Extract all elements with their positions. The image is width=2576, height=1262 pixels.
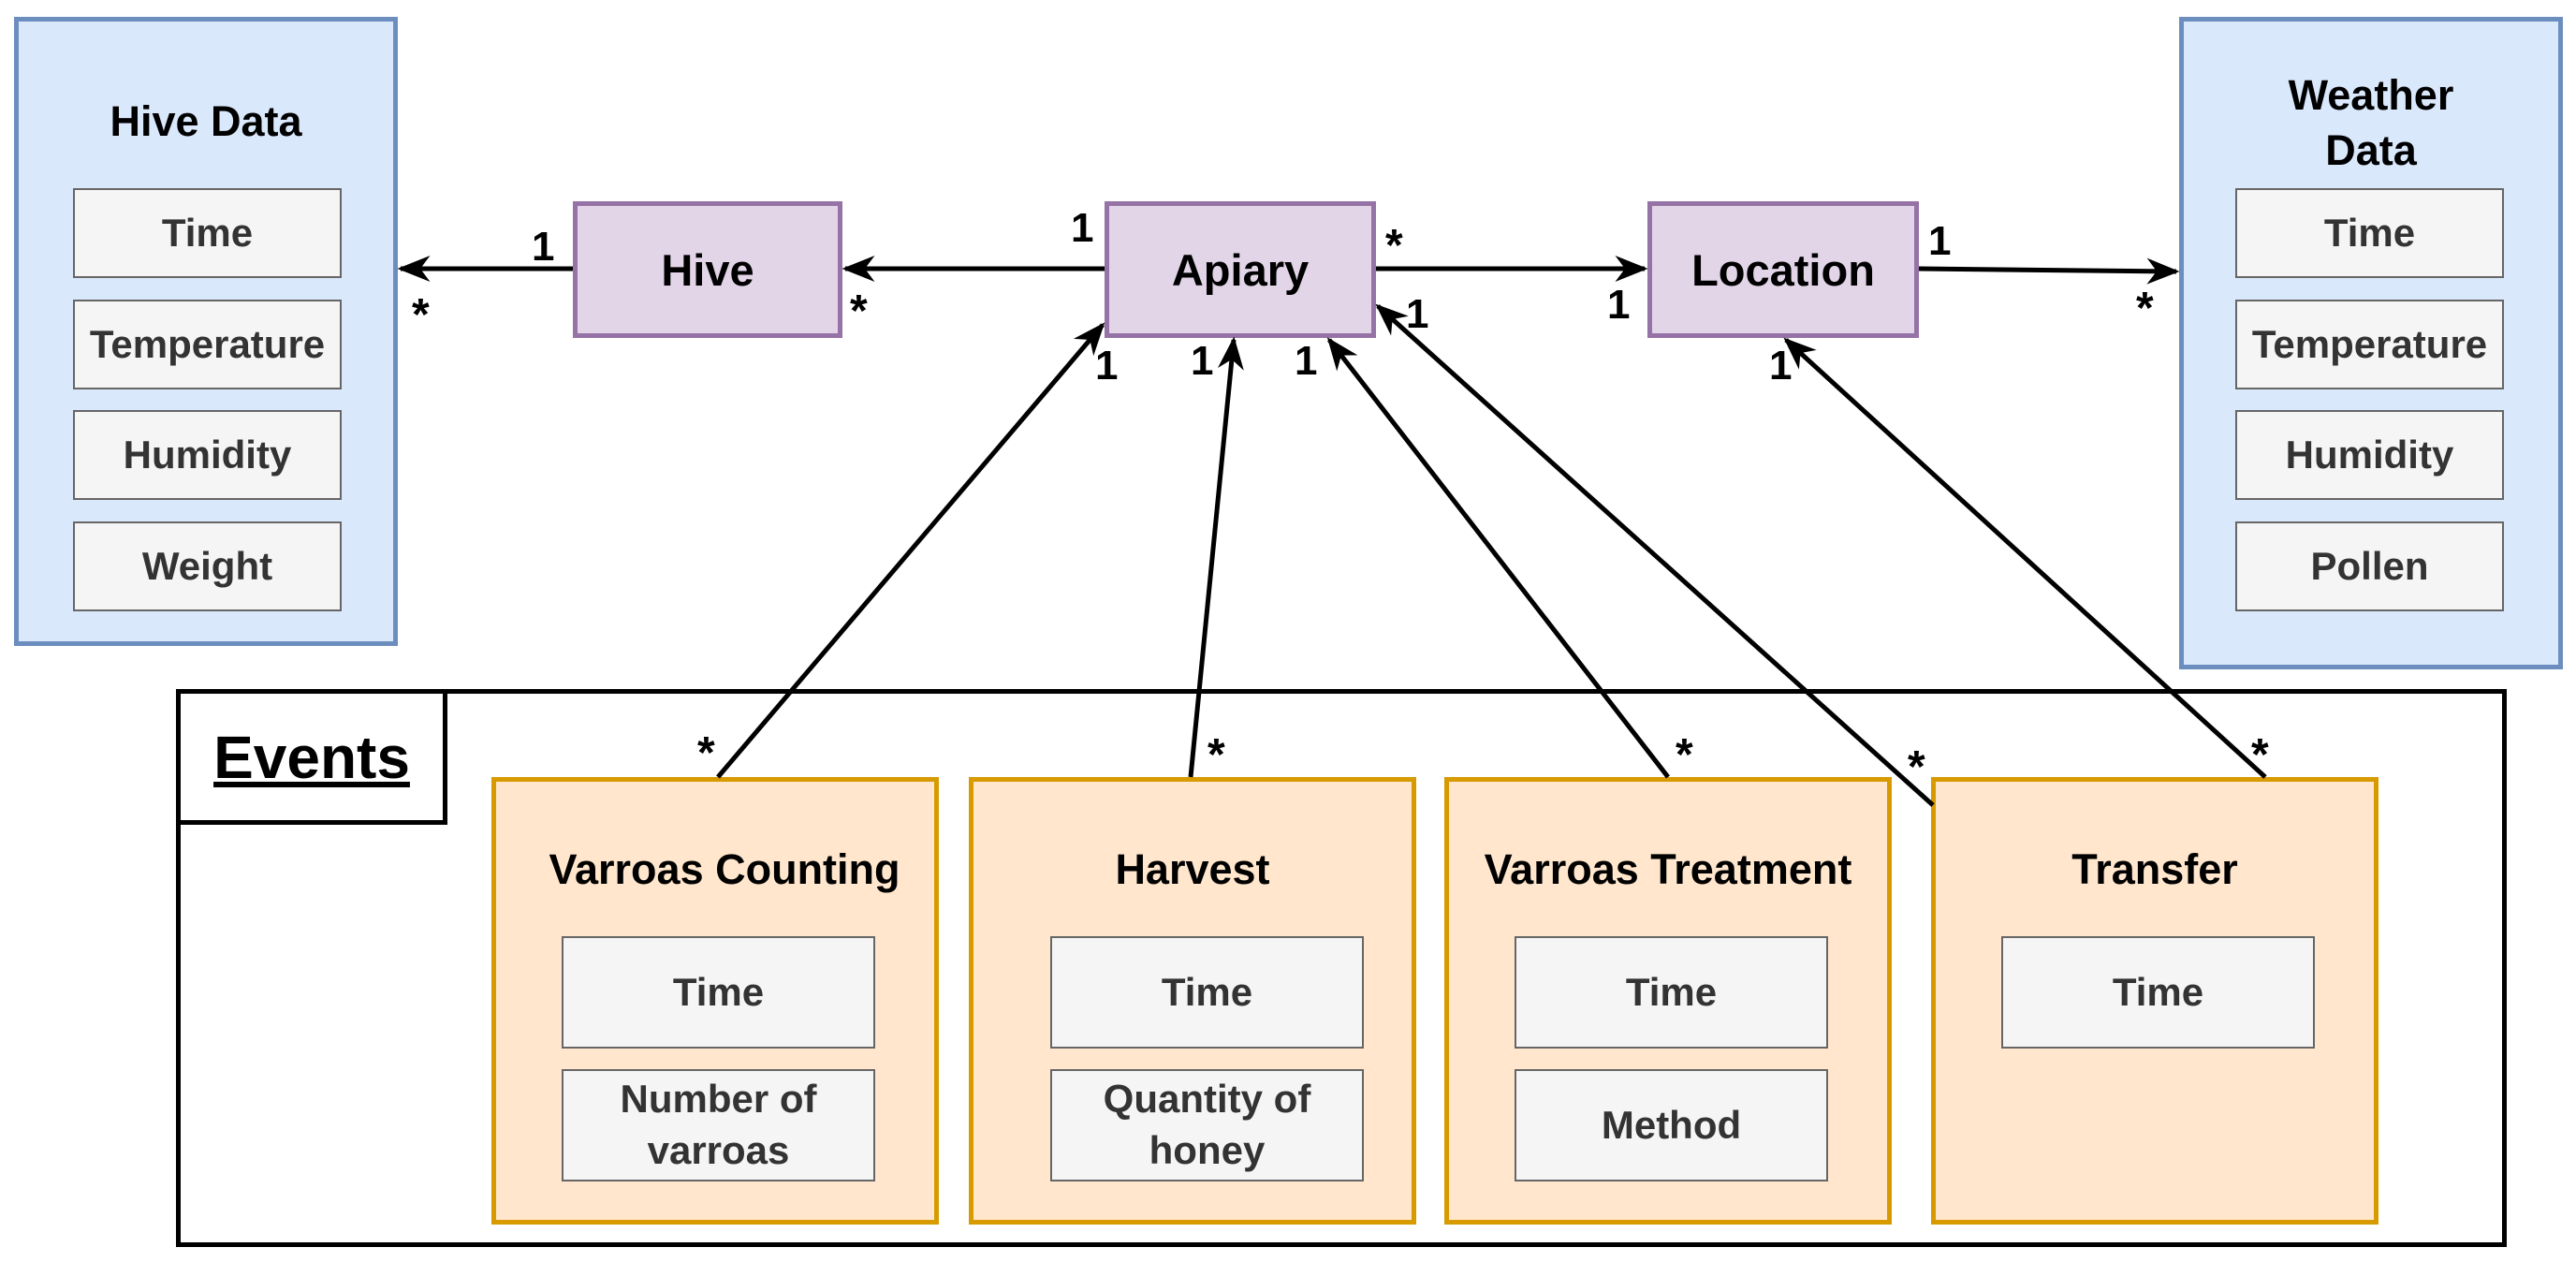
edge-varroascounting-to-apiary [716,322,1105,779]
mult-harvest-apiary-target: 1 [1191,338,1213,384]
harvest-attr-quantity: Quantity of honey [1050,1069,1364,1181]
mult-apiary-hive-target: * [850,286,868,336]
harvest-title: Harvest [1115,845,1270,893]
weather-data-group: Weather Data Time Temperature Humidity P… [2179,17,2563,669]
mult-location-weather-source: 1 [1928,218,1951,264]
event-transfer: Transfer Time [1931,777,2378,1225]
mult-transfer-apiary-source: * [1908,742,1925,792]
event-varroas-treatment: Varroas Treatment Time Method [1444,777,1892,1225]
mult-hive-hivedata-source: 1 [532,224,554,270]
mult-transfer-location-target: 1 [1769,343,1792,389]
events-title: Events [176,689,447,825]
edge-varroastreatment-to-apiary [1326,337,1670,779]
harvest-attr-time: Time [1050,936,1364,1049]
hive-data-group: Hive Data Time Temperature Humidity Weig… [14,17,398,646]
mult-apiary-location-target: 1 [1607,282,1630,328]
weather-data-attr-temperature: Temperature [2235,300,2504,389]
hive-data-attr-temperature: Temperature [73,300,342,389]
varroas-treatment-title: Varroas Treatment [1484,845,1852,893]
mult-hive-hivedata-target: * [412,290,430,340]
apiary-class: Apiary [1105,201,1376,338]
mult-harvest-apiary-source: * [1208,730,1225,780]
mult-apiary-hive-source: 1 [1071,205,1093,251]
hive-data-attr-humidity: Humidity [73,410,342,500]
edge-harvest-to-apiary [1188,336,1244,778]
transfer-title: Transfer [2071,845,2238,893]
weather-data-title: Weather Data [2184,68,2558,178]
weather-data-attr-pollen: Pollen [2235,521,2504,611]
hive-class: Hive [573,201,842,338]
location-class: Location [1647,201,1919,338]
weather-data-attr-time: Time [2235,188,2504,278]
event-varroas-counting: Varroas Counting Time Number of varroas [491,777,939,1225]
varroas-counting-attr-time: Time [562,936,875,1049]
mult-location-weather-target: * [2136,284,2154,333]
varroas-counting-attr-number-text: Number of varroas [620,1077,817,1172]
weather-data-attr-humidity: Humidity [2235,410,2504,500]
mult-varroascounting-apiary-target: 1 [1095,343,1118,389]
edge-transfer-to-location [1783,337,2267,779]
mult-transfer-apiary-target: 1 [1406,291,1428,337]
hive-data-attr-time: Time [73,188,342,278]
varroas-treatment-attr-method: Method [1515,1069,1828,1181]
mult-transfer-location-source: * [2251,730,2269,780]
varroas-treatment-attr-time: Time [1515,936,1828,1049]
transfer-attr-time: Time [2001,936,2315,1049]
varroas-counting-title: Varroas Counting [549,845,900,893]
mult-varroascounting-apiary-source: * [697,728,715,778]
edge-transfer-to-apiary [1375,303,1935,807]
varroas-counting-attr-number: Number of varroas [562,1069,875,1181]
event-harvest: Harvest Time Quantity of honey [969,777,1416,1225]
edge-location-to-weatherdata [1918,257,2180,285]
harvest-attr-quantity-text: Quantity of honey [1103,1077,1311,1172]
weather-data-title-line-2: Data [2325,125,2417,174]
hive-data-attr-weight: Weight [73,521,342,611]
hive-data-title: Hive Data [110,97,302,145]
mult-varroastreatment-apiary-source: * [1676,730,1693,780]
mult-varroastreatment-apiary-target: 1 [1295,338,1317,384]
mult-apiary-location-source: * [1385,221,1403,271]
weather-data-title-line-1: Weather [2288,71,2454,119]
